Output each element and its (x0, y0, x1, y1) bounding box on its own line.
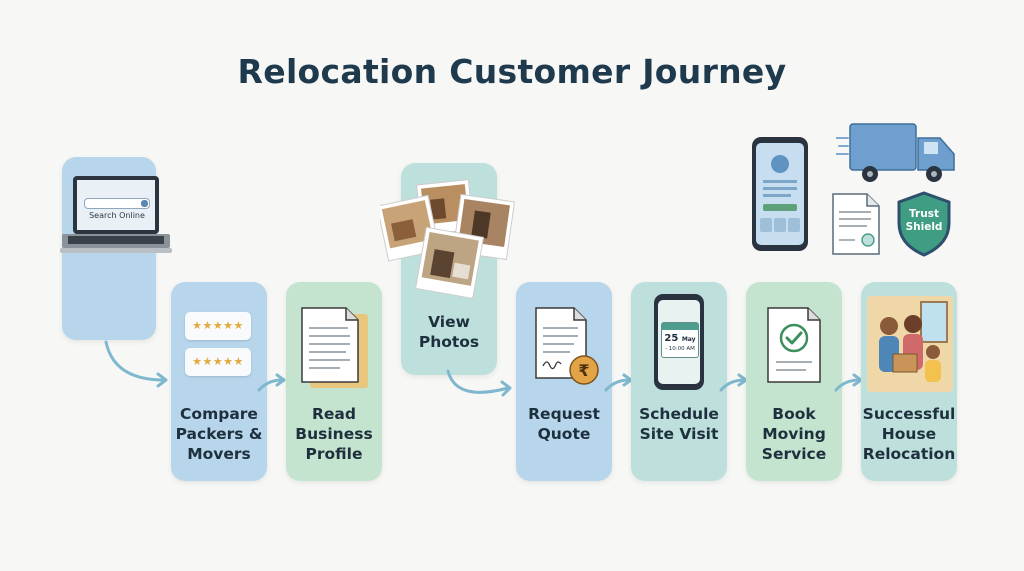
step-success-card[interactable]: Successful House Relocation (861, 282, 957, 481)
family-photo-icon (867, 296, 953, 392)
moving-truck-icon (836, 123, 955, 182)
calendar-icon: 25 May - 10:00 AM (661, 322, 699, 358)
step-visit-label: Schedule Site Visit (639, 405, 719, 443)
arrow-2 (257, 373, 286, 392)
step-read-label: Read Business Profile (295, 405, 373, 463)
search-online-text: Search Online (89, 211, 145, 220)
step-quote-label: Request Quote (528, 405, 600, 443)
step-photos-label: View Photos (418, 313, 480, 351)
smartphone-app-icon (752, 137, 808, 251)
svg-text:₹: ₹ (578, 361, 589, 380)
checklist-document-icon (767, 307, 821, 383)
step-success-label: Successful House Relocation (862, 405, 956, 463)
step-visit-card[interactable]: 25 May - 10:00 AM Schedule Site Visit (631, 282, 727, 481)
search-icon (141, 200, 148, 207)
step-book-card[interactable]: Book Moving Service (746, 282, 842, 481)
page-title: Relocation Customer Journey (237, 52, 787, 91)
calendar-month: May (681, 336, 696, 343)
phone-calendar-icon: 25 May - 10:00 AM (654, 294, 704, 390)
shield-icon (897, 191, 951, 257)
arrow-1 (104, 340, 168, 388)
star-rating-icon: ★★★★★ (192, 319, 244, 332)
phone-screen: 25 May - 10:00 AM (658, 300, 700, 384)
step-compare-card[interactable]: ★★★★★ ★★★★★ Compare Packers & Movers (171, 282, 267, 481)
star-rating-icon: ★★★★★ (192, 355, 244, 368)
document-icon (301, 307, 368, 388)
rating-card-2: ★★★★★ (185, 348, 251, 376)
trust-shield-text: Trust Shield (905, 208, 943, 233)
step-read-card[interactable]: Read Business Profile (286, 282, 382, 481)
calendar-header (662, 323, 698, 330)
rating-card-1: ★★★★★ (185, 312, 251, 340)
search-bar (84, 198, 150, 209)
calendar-day: 25 (664, 333, 679, 344)
step-book-label: Book Moving Service (761, 405, 827, 463)
quote-document-icon: ₹ (535, 307, 599, 385)
step-compare-label: Compare Packers & Movers (175, 405, 263, 463)
step-quote-card[interactable]: ₹ Request Quote (516, 282, 612, 481)
calendar-time: - 10:00 AM (665, 346, 695, 352)
photo-collage-icon (380, 179, 516, 300)
trust-shield-badge: Trust Shield (896, 191, 952, 257)
arrow-3 (446, 369, 512, 397)
contract-document-icon (832, 193, 880, 255)
calendar-date: 25 May (662, 333, 698, 345)
